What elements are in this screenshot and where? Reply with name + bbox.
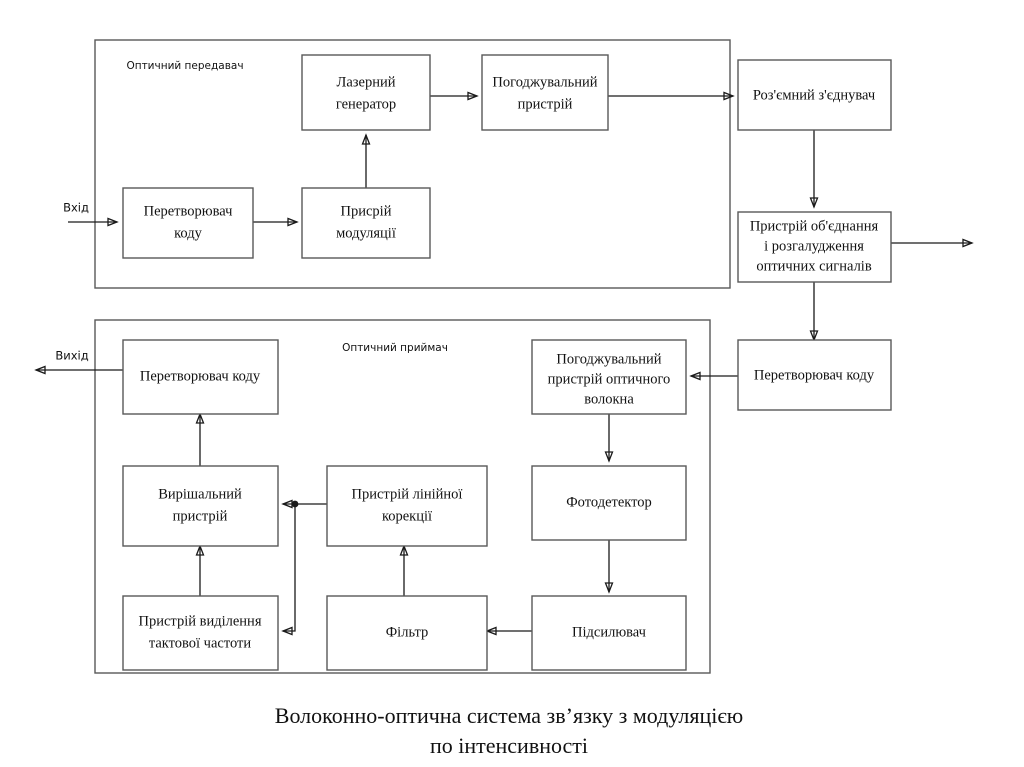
rx-clock-recovery-line2: тактової частоти	[149, 635, 252, 651]
arrowhead-filter	[485, 626, 497, 636]
arrowhead-combiner	[809, 197, 819, 209]
connector-junction-to-clock-recovery	[283, 504, 296, 632]
block-tx-code-converter: Перетворювач коду	[122, 187, 254, 259]
rx-fiber-matching-line1: Погоджувальний	[556, 351, 661, 367]
rx-fiber-matching-line2: пристрій оптичного	[548, 371, 671, 387]
arrowhead-external-output	[962, 238, 974, 248]
detachable-connector-line1: Роз'ємний з'єднувач	[753, 87, 875, 103]
arrowhead-modulation	[287, 217, 299, 227]
arrowhead-decision-from-clock	[195, 544, 205, 556]
rx-code-converter-out-line1: Перетворювач коду	[140, 368, 261, 384]
block-rx-photodetector: Фотодетектор	[531, 465, 687, 541]
arrowhead-photodetector	[604, 451, 614, 463]
rx-fiber-matching-line3: волокна	[584, 391, 634, 407]
rx-linear-correction-line2: корекції	[382, 508, 432, 524]
receiver-container	[94, 319, 711, 674]
block-rx-linear-correction: Пристрій лінійної корекції	[326, 465, 488, 547]
arrowhead-matching	[467, 91, 479, 101]
block-tx-modulation-device: Присрій модуляції	[301, 187, 431, 259]
input-label: Вхід	[63, 201, 89, 215]
block-rx-amplifier: Підсилювач	[531, 595, 687, 671]
tx-code-converter-line1: Перетворювач	[144, 203, 233, 219]
arrowhead-clock-recovery	[281, 626, 293, 636]
arrowhead-output	[34, 365, 46, 375]
arrowhead-output-code-converter	[195, 412, 205, 424]
receiver-container-label: Оптичний приймач	[342, 342, 448, 354]
tx-modulation-line2: модуляції	[336, 225, 396, 241]
rx-decision-line1: Вирішальний	[158, 486, 242, 502]
tx-code-converter-line2: коду	[174, 225, 203, 241]
figure-caption-line1: Волоконно-оптична система зв’язку з моду…	[275, 703, 743, 728]
block-rx-decision-device: Вирішальний пристрій	[122, 465, 279, 547]
tx-matching-line1: Погоджувальний	[492, 74, 597, 90]
rx-code-converter-right-line1: Перетворювач коду	[754, 367, 875, 383]
transmitter-container	[94, 39, 731, 289]
combiner-splitter-line3: оптичних сигналів	[756, 258, 872, 274]
rx-amplifier-line1: Підсилювач	[572, 624, 646, 640]
block-rx-code-converter-out: Перетворювач коду	[122, 339, 279, 415]
rx-photodetector-line1: Фотодетектор	[566, 494, 652, 510]
rx-filter-line1: Фільтр	[386, 624, 429, 640]
arrowhead-detachable	[723, 91, 735, 101]
tx-laser-line1: Лазерний	[337, 74, 396, 90]
arrowhead-amplifier	[604, 582, 614, 594]
arrowhead-fiber-matching	[689, 371, 701, 381]
output-label: Вихід	[55, 349, 88, 363]
arrowhead-laser	[361, 133, 371, 145]
tx-laser-line2: генератор	[336, 96, 396, 112]
transmitter-container-label: Оптичний передавач	[126, 60, 243, 72]
arrowhead-input	[107, 217, 119, 227]
block-rx-clock-recovery: Пристрій виділення тактової частоти	[122, 595, 279, 671]
arrowhead-code-converter-right	[809, 330, 819, 342]
combiner-splitter-line2: і розгалудження	[764, 238, 864, 254]
block-tx-matching-device: Погоджувальний пристрій	[481, 54, 609, 131]
block-tx-laser-generator: Лазерний генератор	[301, 54, 431, 131]
rx-clock-recovery-line1: Пристрій виділення	[139, 613, 262, 629]
block-detachable-connector: Роз'ємний з'єднувач	[737, 59, 892, 131]
tx-modulation-line1: Присрій	[341, 203, 392, 219]
rx-linear-correction-line1: Пристрій лінійної	[352, 486, 463, 502]
rx-decision-line2: пристрій	[173, 508, 228, 524]
arrowhead-linear-correction	[399, 544, 409, 556]
block-combiner-splitter: Пристрій об'єднання і розгалудження опти…	[737, 211, 892, 283]
block-rx-fiber-matching-device: Погоджувальний пристрій оптичного волокн…	[531, 339, 687, 415]
tx-matching-line2: пристрій	[518, 96, 573, 112]
block-rx-code-converter-right: Перетворювач коду	[737, 339, 892, 411]
figure-caption-line2: по інтенсивності	[430, 733, 588, 758]
combiner-splitter-line1: Пристрій об'єднання	[750, 218, 879, 234]
block-rx-filter: Фільтр	[326, 595, 488, 671]
